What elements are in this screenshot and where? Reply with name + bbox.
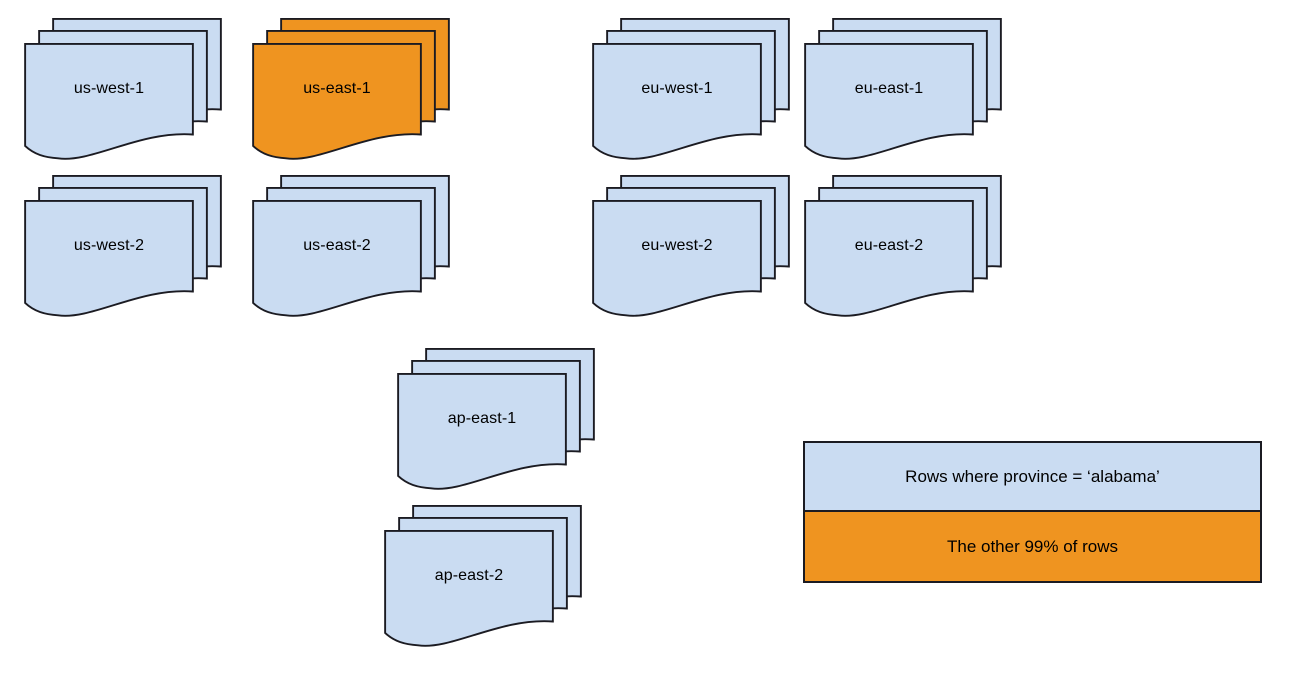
region-stack-eu-west-1[interactable]: eu-west-1: [588, 18, 793, 166]
region-stack-eu-east-2[interactable]: eu-east-2: [800, 175, 1005, 323]
legend-row-orange: The other 99% of rows: [805, 512, 1260, 581]
region-stack-ap-east-1[interactable]: ap-east-1: [393, 348, 598, 496]
region-card-eu-west-1-3: [588, 43, 766, 165]
region-card-us-west-1-3: [20, 43, 198, 165]
region-stack-eu-west-2[interactable]: eu-west-2: [588, 175, 793, 323]
region-card-ap-east-1-3: [393, 373, 571, 495]
region-stack-ap-east-2[interactable]: ap-east-2: [380, 505, 585, 653]
legend: Rows where province = ‘alabama’ The othe…: [803, 441, 1262, 583]
legend-label-blue: Rows where province = ‘alabama’: [905, 466, 1160, 486]
region-stack-eu-east-1[interactable]: eu-east-1: [800, 18, 1005, 166]
region-stack-us-west-2[interactable]: us-west-2: [20, 175, 225, 323]
region-stack-us-east-2[interactable]: us-east-2: [248, 175, 453, 323]
region-card-eu-east-2-3: [800, 200, 978, 322]
region-card-us-west-2-3: [20, 200, 198, 322]
region-card-eu-east-1-3: [800, 43, 978, 165]
region-stack-us-west-1[interactable]: us-west-1: [20, 18, 225, 166]
region-stack-us-east-1[interactable]: us-east-1: [248, 18, 453, 166]
legend-label-orange: The other 99% of rows: [946, 536, 1119, 556]
legend-row-blue: Rows where province = ‘alabama’: [805, 443, 1260, 512]
region-card-eu-west-2-3: [588, 200, 766, 322]
region-card-us-east-2-3: [248, 200, 426, 322]
region-card-ap-east-2-3: [380, 530, 558, 652]
region-card-us-east-1-3: [248, 43, 426, 165]
